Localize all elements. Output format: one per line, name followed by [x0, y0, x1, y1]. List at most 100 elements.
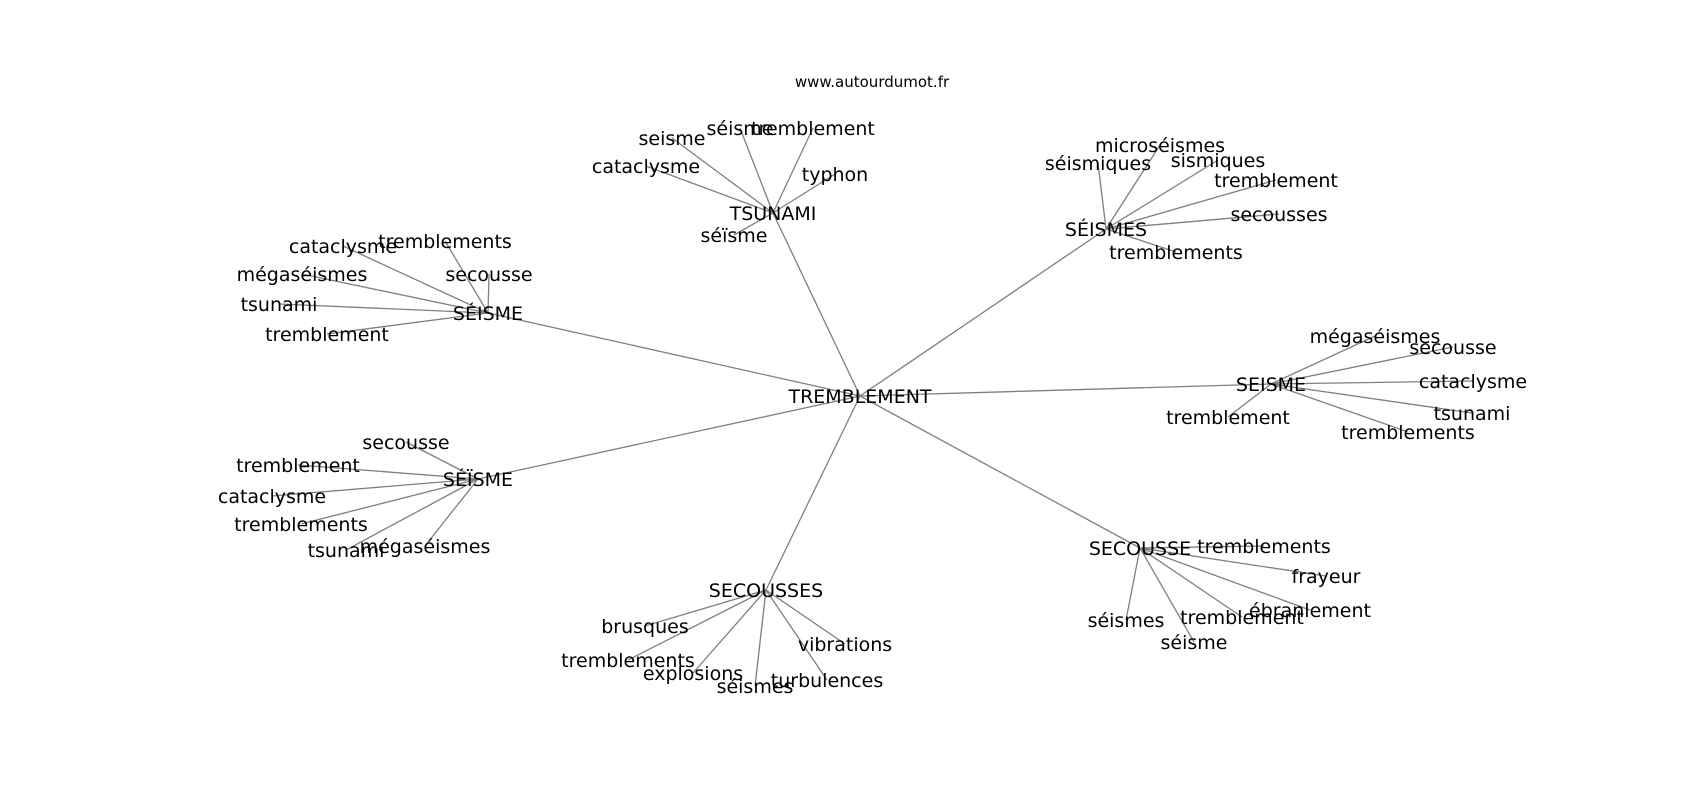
edge-center-seisme-plain: [859, 383, 1272, 397]
leaf-node-label: microséismes: [1095, 135, 1225, 157]
hub-node-label-seisme-trema: SÉÏSME: [443, 468, 513, 491]
leaf-node-label: tremblements: [1109, 242, 1243, 264]
leaf-node-label: tremblements: [561, 650, 695, 672]
leaf-node-label: vibrations: [798, 634, 892, 656]
leaf-node-label: tremblements: [1197, 536, 1331, 558]
leaf-node-label: frayeur: [1292, 566, 1361, 588]
leaf-node-label: secousse: [362, 432, 449, 454]
leaf-node-label: mégaséismes: [1310, 326, 1441, 348]
edge-secousse-leaf-1: [1139, 547, 1327, 577]
site-url[interactable]: www.autourdumot.fr: [795, 73, 950, 91]
edge-seismes-accent-leaf-1: [1097, 162, 1107, 230]
hub-node-label-secousses: SECOUSSES: [709, 580, 823, 602]
hub-node-label-seismes-accent: SÉISMES: [1065, 218, 1147, 241]
edge-seismes-accent-leaf-0: [1105, 144, 1161, 230]
leaf-node-label: tsunami: [241, 294, 318, 316]
edge-secousses-leaf-3: [754, 589, 767, 687]
edge-center-seisme-trema: [477, 395, 861, 480]
edge-center-secousses: [765, 395, 861, 591]
edge-seisme-plain-leaf-2: [1270, 380, 1474, 385]
leaf-node-label: cataclysme: [289, 236, 397, 258]
edge-seisme-trema-leaf-1: [297, 464, 479, 480]
edge-secousse-leaf-3: [1125, 547, 1141, 621]
edge-seismes-accent-leaf-4: [1105, 213, 1280, 230]
edge-seisme-trema-leaf-4: [345, 478, 479, 551]
edge-tsunami-leaf-4: [772, 173, 836, 214]
edge-secousses-leaf-1: [627, 589, 767, 661]
leaf-node-label: secousse: [1409, 337, 1496, 359]
leaf-node-label: secousse: [445, 264, 532, 286]
edge-seisme-trema-leaf-2: [271, 478, 479, 497]
edge-center-tsunami: [772, 212, 861, 397]
leaf-node-label: turbulences: [771, 670, 883, 692]
leaf-node-label: séisme: [1161, 632, 1228, 654]
edge-seismes-accent-leaf-2: [1105, 159, 1219, 230]
edge-secousse-leaf-5: [1139, 547, 1195, 643]
edge-seisme-plain-leaf-1: [1270, 346, 1454, 385]
leaf-node-label: tremblement: [1166, 407, 1290, 429]
edge-seisme-accent-leaf-1: [342, 245, 489, 314]
leaf-node-label: mégaséismes: [237, 264, 368, 286]
leaf-node-label: tremblements: [234, 514, 368, 536]
edge-seisme-accent-leaf-0: [444, 240, 489, 314]
leaf-node-label: tsunami: [1434, 403, 1511, 425]
leaf-node-label: séismes: [1088, 610, 1165, 632]
edge-seisme-accent-leaf-3: [487, 273, 490, 314]
leaf-node-label: tremblement: [1180, 607, 1304, 629]
graph-labels: www.autourdumot.fr TREMBLEMENT TSUNAMI sei…: [218, 73, 1527, 698]
edge-secousse-leaf-2: [1139, 547, 1311, 611]
leaf-node-label: séismiques: [1045, 153, 1151, 175]
edge-seismes-accent-leaf-5: [1105, 228, 1177, 253]
edge-tsunami-leaf-5: [733, 212, 774, 236]
edge-seisme-plain-leaf-0: [1270, 335, 1376, 385]
leaf-node-label: tremblement: [1214, 170, 1338, 192]
edge-seisme-accent-leaf-2: [301, 273, 489, 314]
edge-tsunami-leaf-2: [772, 127, 814, 214]
edge-center-secousse: [859, 395, 1141, 549]
leaf-node-label: mégaséismes: [360, 536, 491, 558]
edge-secousses-leaf-2: [692, 589, 767, 674]
leaf-node-label: séisme: [707, 118, 774, 140]
leaf-node-label: tremblement: [265, 324, 389, 346]
leaf-node-label: tsunami: [308, 540, 385, 562]
edge-seisme-trema-leaf-3: [300, 478, 479, 525]
leaf-node-label: ébranlement: [1249, 600, 1371, 622]
edge-seisme-plain-leaf-5: [1270, 383, 1409, 433]
graph-edges: [271, 127, 1474, 687]
leaf-node-label: cataclysme: [218, 486, 326, 508]
edge-seisme-accent-leaf-4: [278, 303, 489, 314]
edge-center-seismes-accent: [859, 228, 1107, 397]
edge-center-seisme-accent: [487, 312, 861, 397]
edge-seisme-trema-leaf-0: [405, 441, 479, 480]
leaf-node-label: séismes: [717, 676, 794, 698]
leaf-node-label: sismiques: [1171, 150, 1266, 172]
leaf-node-label: tremblements: [1341, 422, 1475, 444]
leaf-node-label: tremblement: [751, 118, 875, 140]
edge-tsunami-leaf-1: [739, 127, 774, 214]
leaf-node-label: tremblement: [236, 455, 360, 477]
edge-secousses-leaf-0: [644, 589, 767, 627]
leaf-node-label: typhon: [802, 164, 868, 186]
edge-seismes-accent-leaf-3: [1105, 179, 1277, 230]
leaf-node-label: secousses: [1230, 204, 1327, 226]
edge-secousses-leaf-4: [765, 589, 846, 645]
edge-seisme-trema-leaf-5: [424, 478, 479, 547]
hub-node-label-seisme-plain: SEISME: [1236, 374, 1306, 396]
hub-node-label-tsunami: TSUNAMI: [729, 203, 817, 225]
hub-node-label-secousse: SECOUSSE: [1089, 538, 1191, 560]
edge-secousses-leaf-5: [765, 589, 828, 681]
leaf-node-label: séïsme: [701, 225, 768, 247]
leaf-node-label: cataclysme: [1419, 371, 1527, 393]
hub-node-label-seisme-accent: SÉISME: [453, 302, 523, 325]
leaf-node-label: seisme: [639, 128, 706, 150]
edge-seisme-accent-leaf-5: [326, 312, 489, 335]
leaf-node-label: explosions: [643, 663, 743, 685]
edge-seisme-plain-leaf-4: [1227, 383, 1272, 418]
edge-seisme-plain-leaf-3: [1270, 383, 1473, 414]
edge-secousse-leaf-4: [1139, 547, 1243, 618]
leaf-node-label: brusques: [601, 616, 689, 638]
edge-tsunami-leaf-3: [645, 165, 774, 214]
edge-secousse-leaf-0: [1139, 545, 1265, 549]
center-node-label: TREMBLEMENT: [787, 386, 931, 408]
